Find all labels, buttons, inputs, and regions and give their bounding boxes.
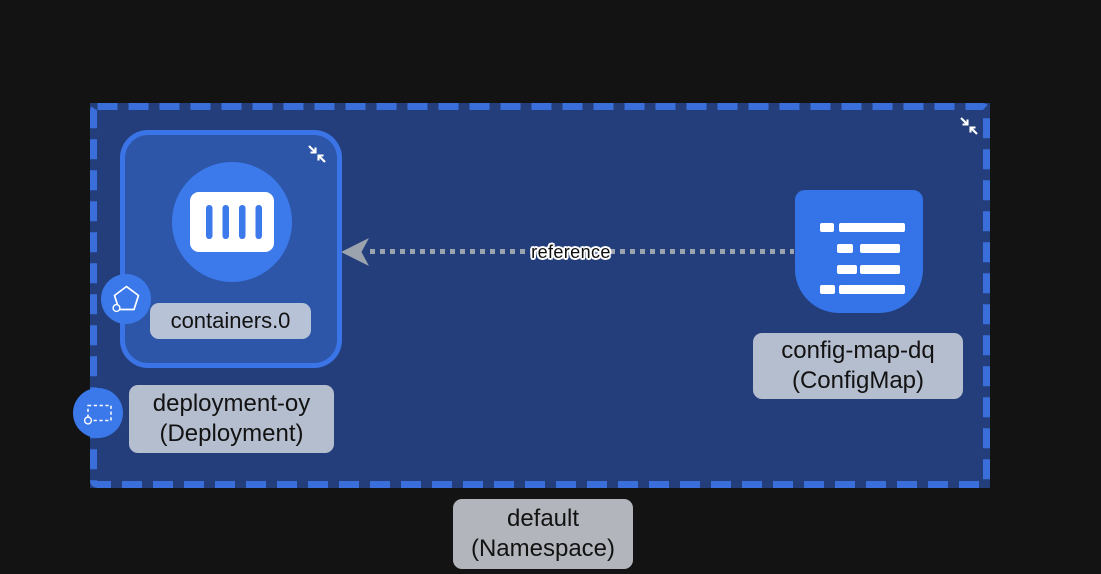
deployment-badge xyxy=(73,388,123,438)
pentagon-icon xyxy=(101,274,151,324)
configmap-label-kind: (ConfigMap) xyxy=(791,367,925,394)
namespace-label-kind: (Namespace) xyxy=(470,535,616,562)
container-label-text: containers.0 xyxy=(170,308,291,333)
dashed-rectangle-icon xyxy=(73,388,123,438)
reference-edge-line[interactable] xyxy=(370,249,794,254)
deployment-label-kind: (Deployment) xyxy=(159,420,304,447)
edge-label: reference xyxy=(531,242,611,262)
configmap-icon-bar xyxy=(837,265,857,274)
container-icon xyxy=(190,192,274,252)
deployment-label-name: deployment-oy xyxy=(152,390,311,417)
deployment-label[interactable]: deployment-oy (Deployment) xyxy=(129,385,334,453)
namespace-node[interactable]: reference xyxy=(73,103,990,488)
configmap-icon-bar xyxy=(860,265,900,274)
configmap-node[interactable] xyxy=(795,190,923,313)
container-pentagon-badge xyxy=(101,274,151,324)
container-node[interactable] xyxy=(172,162,292,282)
configmap-icon-bar xyxy=(860,244,900,253)
namespace-label[interactable]: default (Namespace) xyxy=(453,499,633,569)
namespace-label-name: default xyxy=(506,505,580,532)
deployment-collapse-icon[interactable] xyxy=(304,141,330,167)
deployment-node[interactable]: containers.0 deployment-oy (Deployment) xyxy=(73,130,342,453)
collapse-arrows-icon xyxy=(960,117,978,135)
configmap-icon-bar xyxy=(839,223,905,232)
edge-arrowhead-icon xyxy=(341,238,369,266)
configmap-label[interactable]: config-map-dq (ConfigMap) xyxy=(753,333,963,399)
collapse-arrows-icon xyxy=(308,145,326,163)
configmap-label-name: config-map-dq xyxy=(781,337,935,364)
configmap-icon-bar xyxy=(837,244,853,253)
container-label[interactable]: containers.0 xyxy=(150,303,311,339)
configmap-icon-bar xyxy=(839,285,905,294)
configmap-icon-bar xyxy=(820,285,835,294)
configmap-icon-bar xyxy=(820,223,834,232)
namespace-collapse-icon[interactable] xyxy=(956,113,982,139)
